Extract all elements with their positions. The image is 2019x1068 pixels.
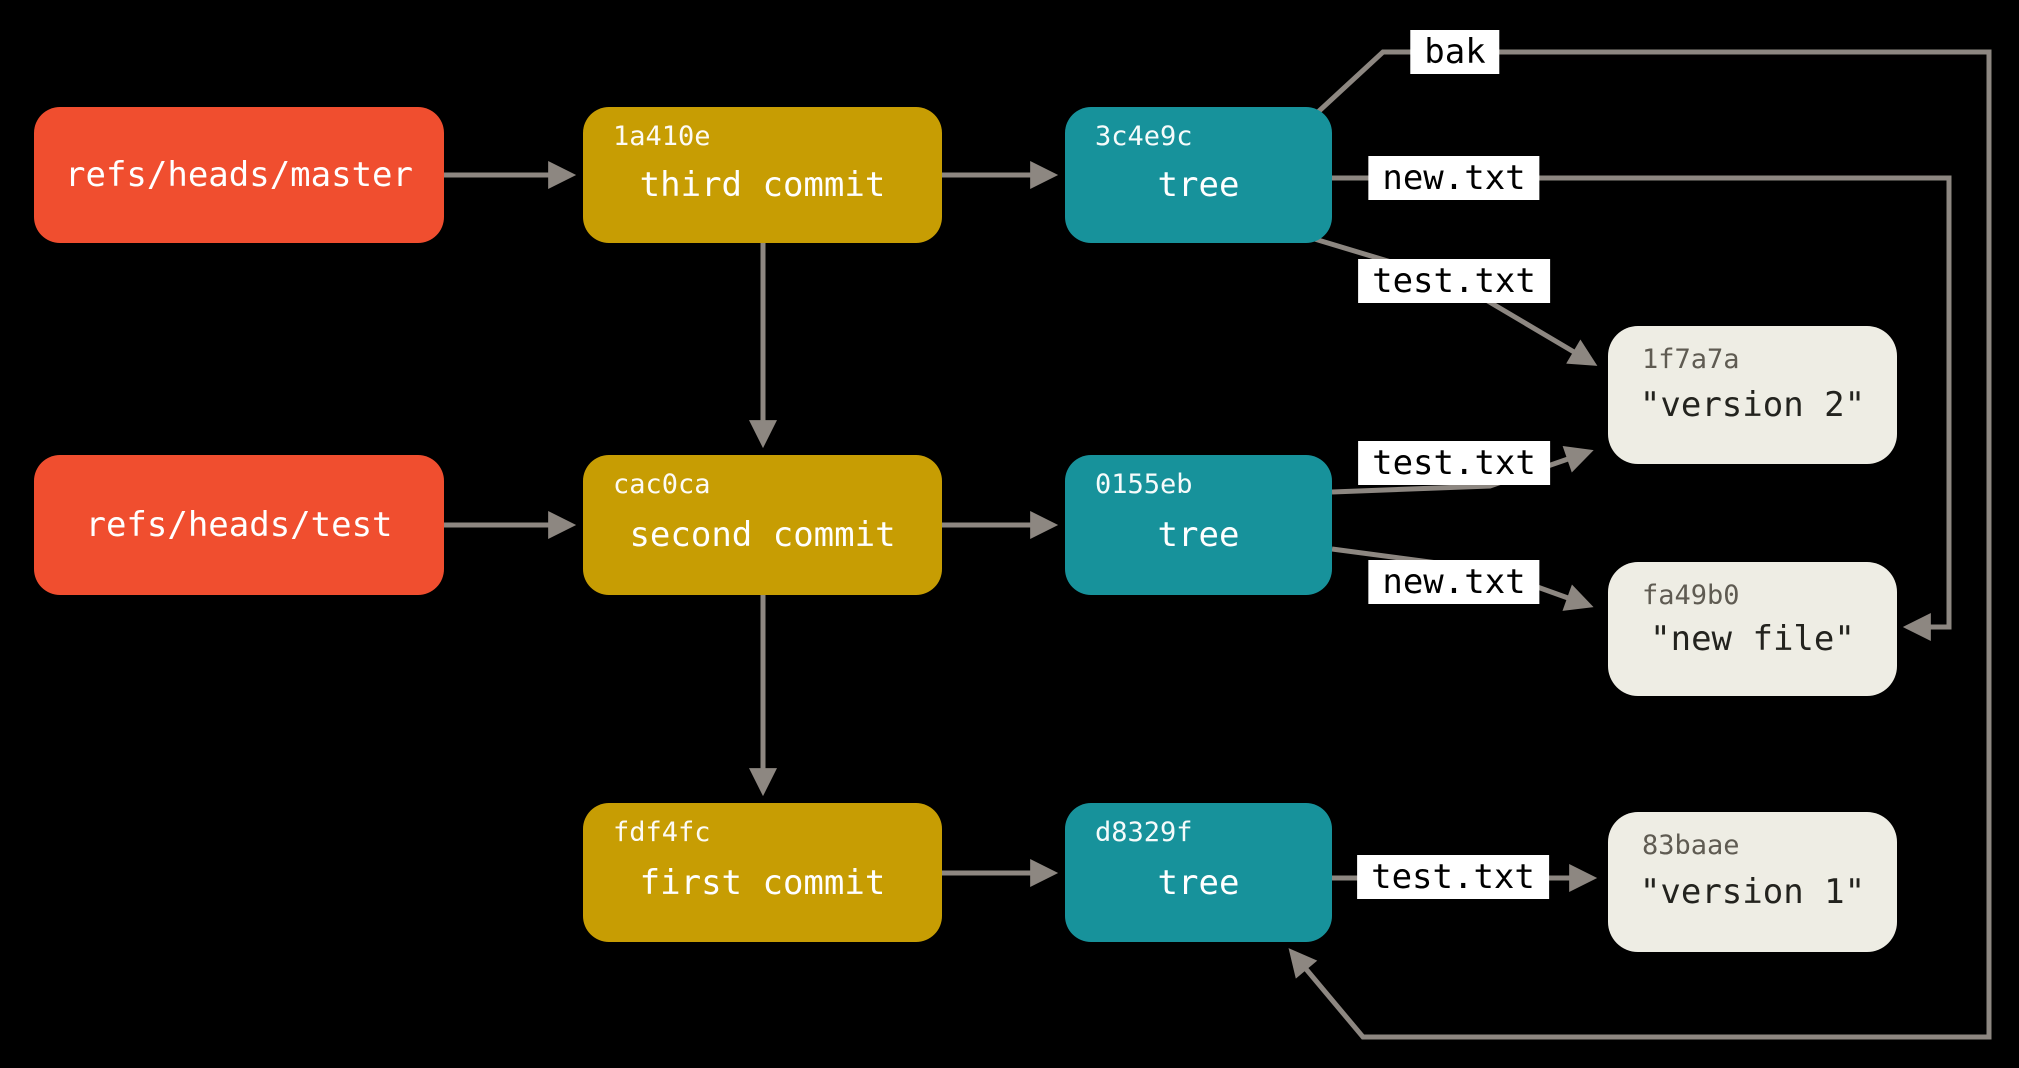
edge-filename-chip-e-tree2-new: new.txt — [1368, 560, 1540, 604]
edge-filename-chip-e-tree3-test: test.txt — [1358, 259, 1550, 303]
tree-node-tree-third: 3c4e9c tree — [1065, 107, 1332, 243]
commit-label: second commit — [629, 515, 896, 555]
edge-filename-chip-e-tree3-new: new.txt — [1368, 156, 1540, 200]
ref-label: refs/heads/test — [85, 505, 393, 545]
edge-arrow-e-tree3-bak — [1288, 49, 1992, 1040]
edge-filename-chip-e-tree3-bak: bak — [1410, 30, 1500, 74]
commit-label: third commit — [639, 165, 886, 205]
blob-label: "version 2" — [1639, 385, 1866, 425]
tree-label: tree — [1157, 862, 1240, 903]
object-hash-label: fdf4fc — [613, 817, 711, 848]
ref-node-ref-test: refs/heads/test — [34, 455, 444, 595]
edge-arrow-e-tree3-new — [1332, 175, 1952, 641]
tree-node-tree-first: d8329f tree — [1065, 803, 1332, 942]
object-hash-label: d8329f — [1095, 817, 1193, 848]
object-hash-label: 0155eb — [1095, 469, 1193, 500]
blob-node-blob-version1: 83baae "version 1" — [1608, 812, 1897, 952]
ref-node-ref-master: refs/heads/master — [34, 107, 444, 243]
blob-label: "new file" — [1650, 619, 1855, 659]
edge-filename-chip-e-tree1-test: test.txt — [1357, 855, 1549, 899]
tree-node-tree-second: 0155eb tree — [1065, 455, 1332, 595]
commit-node-commit-second: cac0ca second commit — [583, 455, 942, 595]
tree-label: tree — [1157, 165, 1240, 205]
ref-label: refs/heads/master — [65, 155, 413, 195]
object-hash-label: fa49b0 — [1642, 580, 1740, 611]
object-hash-label: cac0ca — [613, 469, 711, 500]
tree-label: tree — [1157, 515, 1240, 555]
blob-node-blob-newfile: fa49b0 "new file" — [1608, 562, 1897, 696]
object-hash-label: 83baae — [1642, 830, 1740, 861]
commit-label: first commit — [639, 862, 886, 903]
object-hash-label: 1a410e — [613, 121, 711, 152]
edge-filename-chip-e-tree2-test: test.txt — [1358, 441, 1550, 485]
object-hash-label: 3c4e9c — [1095, 121, 1193, 152]
object-hash-label: 1f7a7a — [1642, 344, 1740, 375]
blob-label: "version 1" — [1639, 872, 1866, 912]
blob-node-blob-version2: 1f7a7a "version 2" — [1608, 326, 1897, 464]
commit-node-commit-third: 1a410e third commit — [583, 107, 942, 243]
commit-node-commit-first: fdf4fc first commit — [583, 803, 942, 942]
